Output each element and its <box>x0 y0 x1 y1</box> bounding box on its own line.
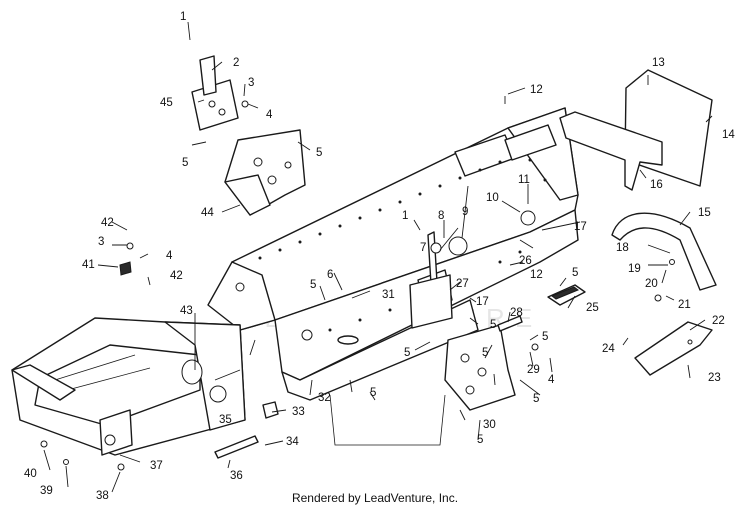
callout: 38 <box>96 490 109 502</box>
callout: 26 <box>519 255 532 267</box>
callout: 27 <box>456 278 469 290</box>
callout: 5 <box>542 331 548 343</box>
callout: 18 <box>616 242 629 254</box>
callout: 15 <box>698 207 711 219</box>
callout: 4 <box>548 374 555 386</box>
callout: 24 <box>602 343 615 355</box>
callout: 8 <box>438 210 444 222</box>
callout: 3 <box>98 236 104 248</box>
callout: 42 <box>101 217 114 229</box>
leader-lines <box>43 21 713 493</box>
callout: 11 <box>518 174 530 186</box>
callout: 5 <box>477 434 483 446</box>
main-frame <box>207 107 579 446</box>
callout: 36 <box>230 470 243 482</box>
callout: 41 <box>82 259 95 271</box>
callout: 3 <box>248 77 254 89</box>
callout: 17 <box>574 221 587 233</box>
callout: 6 <box>327 269 333 281</box>
guard-22 <box>634 321 713 376</box>
callout: 5 <box>482 347 488 359</box>
credit-line: Rendered by LeadVenture, Inc. <box>291 491 459 505</box>
callout: 44 <box>201 207 214 219</box>
callout: 29 <box>527 364 540 376</box>
callout: 14 <box>722 129 735 141</box>
callout: 31 <box>382 289 395 301</box>
callout-labels: 1 2 3 4 45 5 5 44 12 13 14 16 11 10 9 8 … <box>24 11 735 502</box>
callout: 12 <box>530 269 543 281</box>
bracket-16 <box>559 111 663 191</box>
plate-28 <box>497 315 523 332</box>
callout: 5 <box>316 147 322 159</box>
callout: 30 <box>483 419 496 431</box>
callout: 34 <box>286 436 299 448</box>
deck-assembly-37 <box>11 317 246 456</box>
callout: 20 <box>645 278 658 290</box>
callout: 4 <box>166 250 173 262</box>
callout: 5 <box>404 347 410 359</box>
block-33 <box>262 401 279 419</box>
hinge-36 <box>214 435 259 459</box>
callout: 5 <box>182 157 188 169</box>
callout: 1 <box>180 11 186 23</box>
callout: 5 <box>572 267 578 279</box>
callout: 43 <box>180 305 193 317</box>
callout: 10 <box>486 192 499 204</box>
callout: 1 <box>402 210 408 222</box>
callout: 39 <box>40 485 53 497</box>
callout: 13 <box>652 57 665 69</box>
callout: 7 <box>420 242 426 254</box>
footrest-25 <box>547 284 586 306</box>
callout: 25 <box>586 302 599 314</box>
callout: 37 <box>150 460 163 472</box>
callout: 17 <box>476 296 489 308</box>
callout: 5 <box>490 319 496 331</box>
callout: 16 <box>650 179 663 191</box>
callout: 32 <box>318 392 331 404</box>
callout: 12 <box>530 84 543 96</box>
callout: 45 <box>160 97 173 109</box>
callout: 2 <box>233 57 239 69</box>
callout: 35 <box>219 414 232 426</box>
callout: 4 <box>266 109 273 121</box>
callout: 9 <box>462 206 468 218</box>
callout: 33 <box>292 406 305 418</box>
callout: 42 <box>170 270 183 282</box>
handle-bar-15 <box>611 212 717 291</box>
control-lever-7 <box>409 231 453 329</box>
pedal-bracket-45 <box>191 55 239 131</box>
callout: 19 <box>628 263 641 275</box>
callout: 23 <box>708 372 721 384</box>
seat-support-44 <box>224 129 306 216</box>
hardware <box>40 100 675 471</box>
callout: 22 <box>712 315 725 327</box>
callout: 5 <box>533 393 539 405</box>
callout: 40 <box>24 468 37 480</box>
callout: 5 <box>370 387 376 399</box>
bracket-30 <box>444 324 516 411</box>
callout: 5 <box>310 279 316 291</box>
callout: 21 <box>678 299 691 311</box>
callout: 28 <box>510 307 523 319</box>
